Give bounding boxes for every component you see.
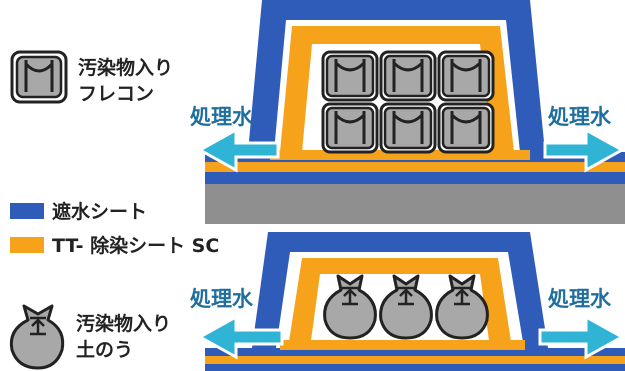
upper-containment — [205, 0, 625, 224]
lower-ground-blue-top — [205, 348, 625, 356]
lower-left-flow-arrow — [196, 314, 284, 360]
sandbag-legend-label-line1: 汚染物入り — [76, 312, 171, 335]
upper-right-flow-label: 処理水 — [548, 105, 612, 129]
lower-containment — [205, 232, 625, 371]
waterproof-sheet-label: 遮水シート — [52, 200, 147, 223]
lower-left-flow-label: 処理水 — [190, 287, 254, 311]
flexible-container-bag — [437, 50, 495, 102]
bag-legend-label-line2: フレコン — [78, 83, 154, 105]
sandbag-group — [323, 274, 489, 340]
decon-sheet-label: TT- 除染シート SC — [52, 234, 219, 257]
lower-waterproof-cover — [252, 232, 548, 348]
flexible-container-bag-icon — [10, 50, 68, 104]
flexible-container-bag — [321, 50, 379, 102]
upper-waterproof-cover — [248, 0, 545, 152]
upper-ground-blue-bottom — [205, 172, 625, 184]
lower-right-flow-arrow — [538, 314, 625, 360]
upper-left-flow-label: 処理水 — [190, 105, 254, 129]
lower-ground-blue-bottom — [205, 364, 625, 371]
upper-right-flow-arrow — [543, 127, 625, 173]
upper-ground-soil — [205, 184, 625, 224]
waterproof-sheet-swatch — [10, 203, 44, 219]
lower-ground-orange — [205, 356, 625, 364]
upper-left-flow-arrow — [196, 127, 280, 173]
bag-legend-label-line1: 汚染物入り — [78, 56, 173, 79]
lower-decon-floor — [280, 340, 525, 350]
decon-sheet-swatch — [10, 237, 44, 253]
flexible-container-bag-group — [321, 50, 495, 154]
flexible-container-bag — [379, 50, 437, 102]
sandbag — [323, 274, 377, 340]
sandbag-legend-label-line2: 土のう — [76, 339, 133, 361]
upper-decon-floor — [270, 150, 530, 160]
flexible-container-bag — [321, 102, 379, 154]
upper-ground-orange — [205, 162, 625, 172]
lower-decon-cover — [288, 258, 512, 348]
flexible-container-bag — [437, 102, 495, 154]
sandbag — [435, 274, 489, 340]
sandbag-icon — [9, 304, 65, 370]
lower-right-flow-label: 処理水 — [548, 287, 612, 311]
sandbag — [379, 274, 433, 340]
flexible-container-bag — [379, 102, 437, 154]
